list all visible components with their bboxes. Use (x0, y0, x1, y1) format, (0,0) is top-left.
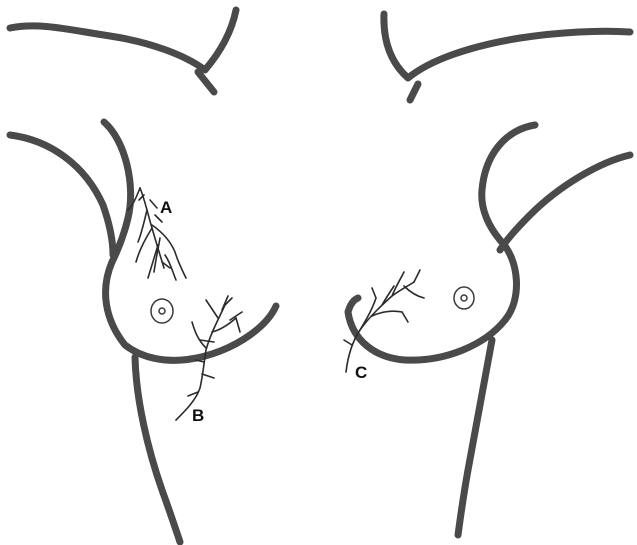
left-breast-outline (106, 262, 276, 360)
left-shoulder-outline (10, 10, 236, 70)
left-torso-outline (10, 135, 113, 255)
vein-pattern-a (128, 188, 186, 280)
right-nipple (454, 287, 474, 309)
right-shoulder-outline (384, 14, 630, 78)
left-arm-inner-outline (104, 122, 131, 262)
label-a: A (160, 198, 172, 217)
label-c: C (355, 363, 367, 382)
left-shoulder-tail (198, 72, 214, 92)
left-nipple (151, 299, 173, 323)
label-b: B (192, 406, 204, 425)
right-body-side (458, 340, 492, 535)
left-body-side (135, 357, 180, 542)
right-torso-outline (500, 155, 630, 250)
right-shoulder-tail (410, 84, 418, 100)
